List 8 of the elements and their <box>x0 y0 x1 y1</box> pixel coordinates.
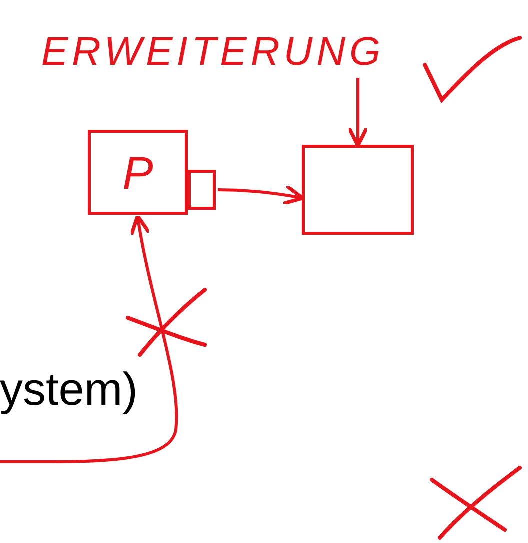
process-box: P <box>88 130 188 215</box>
arrow <box>347 78 369 148</box>
handwritten-label: ERWEITERUNG <box>28 28 398 76</box>
empty-box <box>302 145 414 235</box>
arrow <box>0 214 178 464</box>
slide-text: ystem) <box>0 362 138 416</box>
arrow <box>218 184 305 206</box>
port-box <box>188 170 216 210</box>
